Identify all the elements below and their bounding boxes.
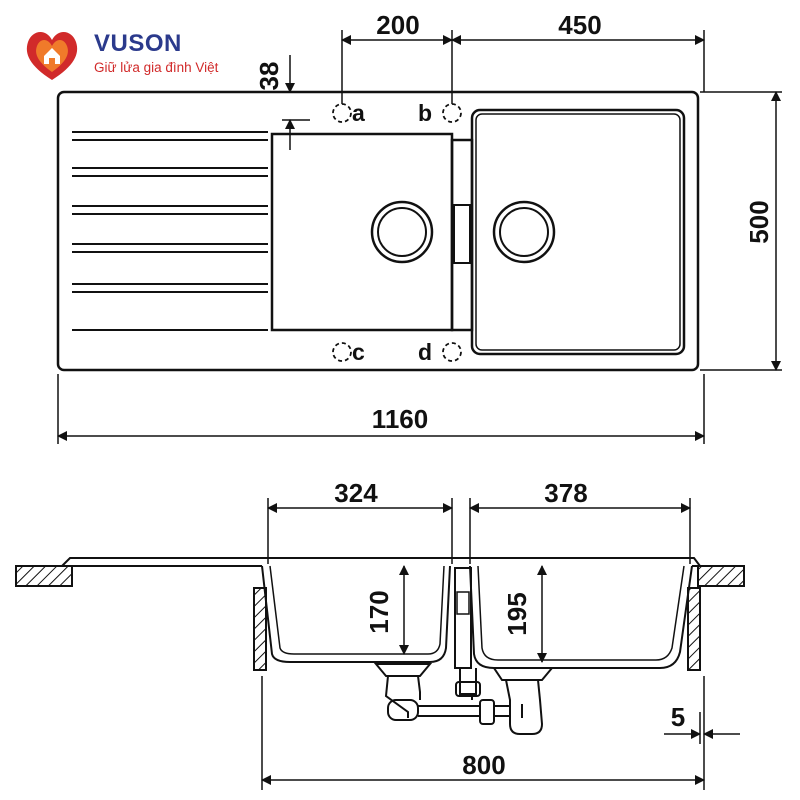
tap-hole-c-icon (332, 342, 352, 362)
tap-hole-a-icon (332, 103, 352, 123)
right-bowl-section (469, 565, 693, 669)
right-bowl (470, 108, 686, 356)
dim-tap-spacing: 200 (376, 10, 419, 40)
countertop-right (697, 565, 745, 587)
brand-logo: VUSON Giữ lửa gia đình Việt (20, 22, 218, 88)
tap-hole-c-label: c (352, 339, 365, 365)
dim-right-bowl-depth: 195 (502, 592, 532, 635)
section-view (15, 498, 745, 790)
cabinet-wall-left (253, 587, 267, 671)
dim-left-bowl-depth: 170 (364, 590, 394, 633)
brand-name: VUSON (94, 30, 182, 57)
sink-outline (56, 90, 700, 372)
dim-overall-width: 1160 (372, 404, 428, 434)
dim-left-bowl-width: 324 (334, 478, 378, 508)
tap-hole-b-label: b (418, 100, 432, 126)
brand-slogan: Giữ lửa gia đình Việt (94, 60, 219, 75)
right-drain-icon (492, 200, 556, 264)
cabinet-wall-right (687, 587, 701, 671)
dim-rim-thickness: 5 (671, 702, 685, 732)
flame-heart-icon (26, 31, 78, 80)
tap-hole-d-icon (442, 342, 462, 362)
dim-overall-depth: 500 (744, 200, 774, 243)
waste-plumbing (373, 663, 555, 735)
tap-hole-a-label: a (352, 100, 365, 126)
drainboard-grooves (72, 131, 268, 331)
top-view (56, 30, 782, 444)
countertop-left (15, 565, 73, 587)
left-bowl-section (261, 565, 451, 663)
tap-hole-d-label: d (418, 339, 432, 365)
dim-right-bowl-width: 378 (544, 478, 587, 508)
dim-cutout-width: 800 (462, 750, 505, 780)
left-drain-icon (370, 200, 434, 264)
overflow-column (454, 567, 472, 669)
sink-rim (61, 557, 701, 567)
tap-hole-b-icon (442, 103, 462, 123)
dim-rim-offset: 38 (254, 62, 284, 91)
dim-right-bowl-width-top: 450 (558, 10, 601, 40)
